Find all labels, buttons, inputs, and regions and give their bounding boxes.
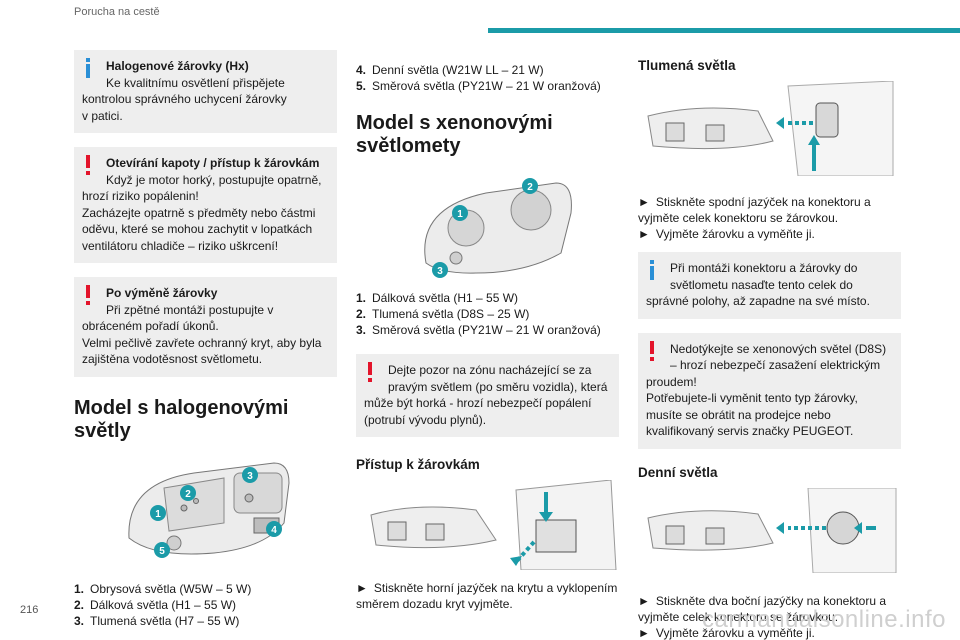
halogen-bulb-list-continued: 4.Denní světla (W21W LL – 21 W) 5.Směrov… (356, 62, 619, 94)
note-text: – hrozí nebezpečí zasažení elektrickým (670, 358, 881, 372)
daytime-light-connector-illustration (647, 487, 897, 573)
halogen-headlamp-illustration: 1 2 3 4 5 (128, 461, 290, 558)
note-text: kontrolou správného uchycení žárovky v p… (82, 92, 287, 123)
column-3: Tlumená světla ►Stiskněte spodní jazýček… (638, 58, 901, 640)
page-number: 216 (20, 604, 39, 616)
note-text: proudem! Potřebujete-li vyměnit tento ty… (646, 374, 858, 439)
step-daytime-1: ►Stiskněte dva boční jazýčky na konektor… (638, 593, 887, 624)
low-beam-connector-illustration (647, 81, 894, 176)
daytime-light-figure (638, 487, 901, 573)
note-text: Nedotýkejte se xenonových světel (D8S) (670, 341, 887, 356)
section-heading-halogen: Model s halogenovými světly (74, 396, 289, 442)
note-text: může být horká - hrozí nebezpečí popálen… (364, 396, 592, 427)
info-note-halogen: Halogenové žárovky (Hx) Ke kvalitnímu os… (74, 50, 337, 133)
cover-removal-figure (356, 480, 619, 570)
callout-badge-1: 1 (150, 504, 166, 521)
note-text: Při montáži konektoru a žárovky do (670, 261, 858, 275)
info-icon (644, 260, 660, 280)
low-beam-figure (638, 81, 901, 176)
svg-text:4: 4 (271, 525, 277, 536)
list-item: 3.Tlumená světla (H7 – 55 W) (74, 613, 240, 628)
arrow-bullet-icon: ► (638, 593, 650, 608)
watermark: carmanualsonline.info (702, 606, 946, 633)
xenon-bulb-list: 1.Dálková světla (H1 – 55 W) 2.Tlumená s… (356, 290, 619, 338)
callout-badge-5: 5 (154, 541, 170, 558)
warning-note-hood: Otevírání kapoty / přístup k žárovkám Kd… (74, 147, 337, 263)
callout-badge-1: 1 (452, 205, 468, 221)
info-note-connector-mounting: Při montáži konektoru a žárovky do světl… (638, 252, 901, 319)
warning-note-after-replacement: Po výměně žárovky Při zpětné montáži pos… (74, 277, 337, 377)
warning-icon (644, 340, 660, 361)
info-icon (80, 58, 96, 78)
subheading-daytime-lights: Denní světla (638, 464, 718, 480)
list-item: 3.Směrová světla (PY21W – 21 W oranžová) (356, 323, 601, 337)
arrow-bullet-icon: ► (638, 227, 650, 241)
note-text: správné polohy, až zapadne na své místo. (646, 294, 870, 308)
svg-text:2: 2 (527, 182, 533, 193)
warning-note-hot-zone: Dejte pozor na zónu nacházející se za pr… (356, 354, 619, 437)
cover-removal-illustration (370, 480, 617, 570)
callout-badge-3: 3 (242, 466, 258, 483)
svg-text:3: 3 (247, 471, 253, 482)
halogen-bulb-list: 1.Obrysová světla (W5W – 5 W) 2.Dálková … (74, 581, 337, 629)
note-title: Halogenové žárovky (Hx) (106, 59, 249, 73)
halogen-headlamp-figure: 1 2 3 4 5 (74, 453, 337, 563)
xenon-headlamp-figure: 1 2 3 (356, 168, 619, 278)
svg-text:1: 1 (155, 509, 161, 520)
column-1: Halogenové žárovky (Hx) Ke kvalitnímu os… (74, 50, 337, 629)
callout-badge-4: 4 (266, 520, 282, 537)
note-text: Ke kvalitnímu osvětlení přispějete (106, 75, 285, 90)
header-accent-bar (488, 28, 960, 33)
arrow-bullet-icon: ► (638, 625, 650, 640)
xenon-headlamp-illustration: 1 2 3 (424, 178, 572, 278)
warning-icon (362, 362, 378, 382)
note-title: Po výměně žárovky (106, 286, 218, 300)
list-item: 5.Směrová světla (PY21W – 21 W oranžová) (356, 79, 601, 93)
svg-text:1: 1 (457, 209, 463, 220)
warning-note-xenon: Nedotýkejte se xenonových světel (D8S) –… (638, 332, 901, 449)
list-item: 2.Tlumená světla (D8S – 25 W) (356, 307, 530, 321)
note-text: Dejte pozor na zónu nacházející se za (388, 363, 592, 377)
list-item: 2.Dálková světla (H1 – 55 W) (74, 597, 237, 612)
step-remove-cover: ►Stiskněte horní jazýček na krytu a vykl… (356, 581, 618, 611)
note-text: hrozí riziko popálenin! Zacházejte opatr… (82, 189, 316, 253)
subheading-low-beam: Tlumená světla (638, 58, 736, 73)
step-low-beam-2: ►Vyjměte žárovku a vyměňte ji. (638, 227, 815, 241)
note-text: obráceném pořadí úkonů. Velmi pečlivě za… (82, 319, 322, 366)
svg-text:5: 5 (159, 546, 165, 557)
note-text: Když je motor horký, postupujte opatrně, (106, 172, 322, 187)
section-heading-xenon: Model s xenonovými světlomety (356, 112, 553, 157)
arrow-bullet-icon: ► (356, 581, 368, 595)
list-item: 1.Obrysová světla (W5W – 5 W) (74, 581, 252, 596)
note-text: pravým světlem (po směru vozidla), která (388, 379, 608, 394)
callout-badge-3: 3 (432, 262, 448, 278)
list-item: 4.Denní světla (W21W LL – 21 W) (356, 63, 544, 77)
callout-badge-2: 2 (180, 484, 196, 501)
note-title: Otevírání kapoty / přístup k žárovkám (106, 156, 320, 170)
warning-icon (80, 285, 96, 305)
column-2: 4.Denní světla (W21W LL – 21 W) 5.Směrov… (356, 62, 619, 612)
step-daytime-2: ►Vyjměte žárovku a vyměňte ji. (638, 625, 815, 640)
svg-text:3: 3 (437, 266, 443, 277)
warning-icon (80, 155, 96, 175)
subheading-bulb-access: Přístup k žárovkám (356, 457, 480, 472)
callout-badge-2: 2 (522, 178, 538, 194)
arrow-bullet-icon: ► (638, 195, 650, 209)
note-text: světlometu nasaďte tento celek do (670, 277, 853, 292)
svg-text:2: 2 (185, 489, 191, 500)
header-title: Porucha na cestě (74, 6, 160, 18)
step-low-beam-1: ►Stiskněte spodní jazýček na konektoru a… (638, 195, 871, 225)
list-item: 1.Dálková světla (H1 – 55 W) (356, 291, 519, 305)
note-text: Při zpětné montáži postupujte v (106, 302, 274, 317)
